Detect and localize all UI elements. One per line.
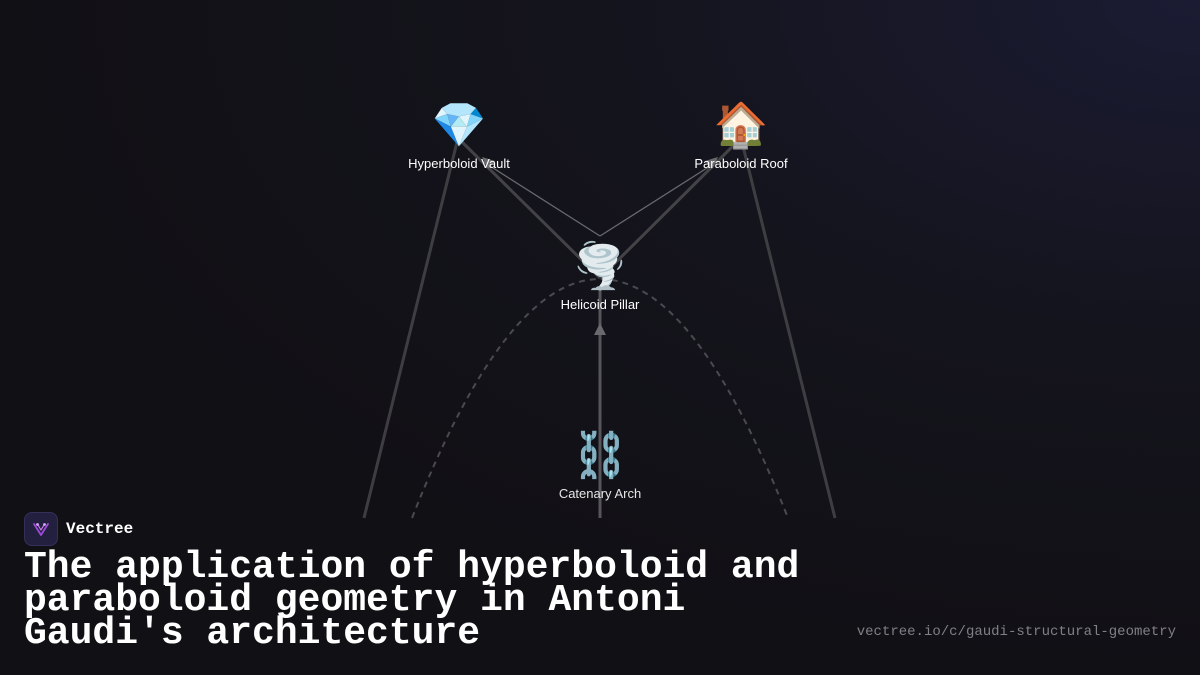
node-label: Helicoid Pillar	[560, 297, 640, 312]
node-label: Paraboloid Roof	[694, 156, 788, 171]
vectree-logo-icon	[24, 512, 58, 546]
catenary-curve	[411, 278, 789, 519]
edge-v-right	[599, 160, 719, 237]
node-label: Hyperboloid Vault	[408, 156, 510, 171]
page-title: The application of hyperboloid and parab…	[24, 546, 800, 655]
house-icon: 🏠	[713, 100, 769, 151]
node-helicoid-pillar[interactable]: 🌪️ Helicoid Pillar	[510, 241, 690, 313]
gem-icon: 💎	[431, 100, 487, 151]
node-catenary-arch[interactable]: ⛓️ Catenary Arch	[510, 430, 690, 502]
node-paraboloid-roof[interactable]: 🏠 Paraboloid Roof	[651, 100, 831, 172]
arrowhead-vault	[482, 157, 495, 169]
chain-icon: ⛓️	[572, 430, 628, 481]
edge-v-left	[481, 160, 601, 237]
arrowhead-pillar	[594, 323, 606, 335]
left-support-line	[362, 137, 460, 519]
right-support-line	[739, 137, 837, 519]
brand-name: Vectree	[66, 520, 134, 538]
tornado-icon: 🌪️	[572, 241, 628, 292]
node-label: Catenary Arch	[558, 486, 642, 501]
brand[interactable]: Vectree	[24, 512, 133, 546]
arrowhead-roof	[705, 157, 718, 169]
page-url[interactable]: vectree.io/c/gaudi-structural-geometry	[856, 624, 1176, 640]
node-hyperboloid-vault[interactable]: 💎 Hyperboloid Vault	[369, 100, 549, 172]
edge-pillar-to-vault	[456, 136, 602, 280]
